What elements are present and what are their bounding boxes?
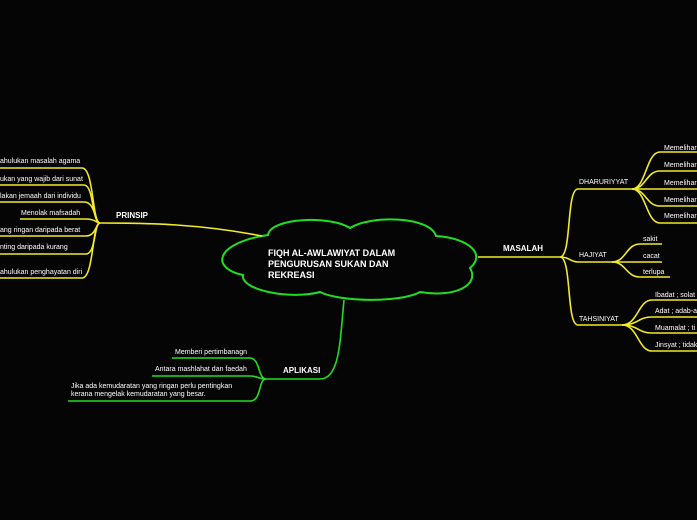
prinsip-item[interactable]: ahulukan penghayatan diri [0, 269, 83, 276]
dharuriyyat-item[interactable]: Memelihar [664, 162, 697, 169]
dharuriyyat-item[interactable]: Memelihar [664, 213, 697, 220]
aplikasi-item[interactable]: Antara mashlahat dan faedah [155, 366, 247, 373]
dharuriyyat-item[interactable]: Memelihar [664, 197, 697, 204]
hajiyat-item[interactable]: cacat [643, 253, 660, 260]
prinsip-item[interactable]: ukan yang wajib dari sunat [0, 176, 83, 183]
prinsip-item[interactable]: nting daripada kurang [0, 244, 68, 251]
prinsip-item[interactable]: lakan jemaah dari individu [0, 193, 81, 200]
center-cloud[interactable] [221, 218, 478, 301]
subtopic-dharuriyyat[interactable]: DHARURIYYAT [579, 179, 629, 186]
topic-aplikasi[interactable]: APLIKASI [283, 366, 321, 375]
tahsiniyat-item[interactable]: Ibadat ; solat [655, 292, 696, 299]
prinsip-item[interactable]: ahulukan masalah agama [0, 158, 81, 165]
tahsiniyat-item[interactable]: Muamalat ; ti [655, 325, 696, 332]
prinsip-item[interactable]: ang ringan daripada berat [0, 227, 81, 234]
aplikasi-item[interactable]: Jika ada kemudaratan yang ringan perlu p… [71, 383, 233, 398]
hajiyat-item[interactable]: terlupa [643, 269, 665, 276]
tahsiniyat-item[interactable]: Adat ; adab-a [655, 308, 697, 315]
dharuriyyat-item[interactable]: Memelihar [664, 145, 697, 152]
topic-prinsip[interactable]: PRINSIP [116, 211, 149, 220]
prinsip-branch [0, 167, 263, 279]
aplikasi-item[interactable]: Memberi pertimbanagn [175, 349, 247, 356]
tahsiniyat-item[interactable]: Jinsyat ; tidak [655, 342, 697, 349]
dharuriyyat-item[interactable]: Memelihar [664, 180, 697, 187]
topic-masalah[interactable]: MASALAH [503, 244, 543, 253]
aplikasi-branch [68, 299, 345, 402]
subtopic-tahsiniyat[interactable]: TAHSINIYAT [579, 316, 619, 323]
prinsip-item[interactable]: Menolak mafsadah [21, 210, 81, 217]
masalah-branch [478, 151, 697, 352]
subtopic-hajiyat[interactable]: HAJIYAT [579, 252, 607, 259]
hajiyat-item[interactable]: sakit [643, 236, 658, 243]
central-topic[interactable]: FIQH AL-AWLAWIYAT DALAM PENGURUSAN SUKAN… [268, 248, 396, 280]
